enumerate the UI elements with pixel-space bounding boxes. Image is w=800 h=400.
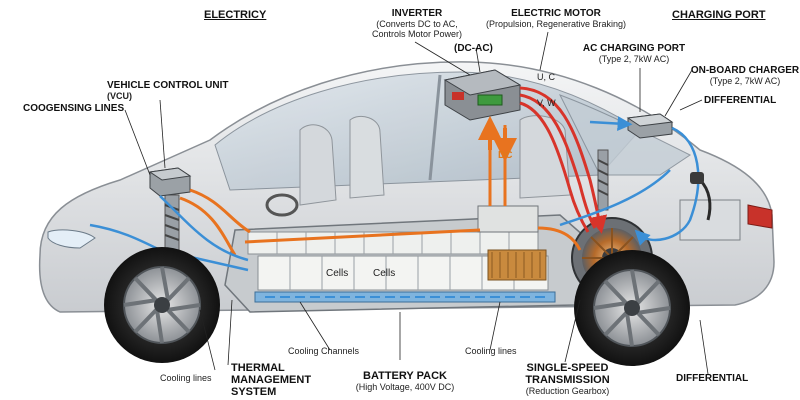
label-dc-ac: (DC-AC): [454, 43, 493, 54]
vcu-module-icon: [148, 167, 192, 197]
front-seat-2: [349, 116, 385, 199]
label-ac-charging-port-sub: (Type 2, 7kW AC): [598, 54, 670, 64]
label-electric-motor-title: ELECTRIC MOTOR: [511, 8, 601, 19]
label-transmission: SINGLE-SPEED TRANSMISSION (Reduction Gea…: [510, 362, 625, 396]
cell-module-copper: [487, 249, 547, 281]
tail-light: [747, 204, 773, 229]
label-inverter-sub2: Controls Motor Power): [371, 29, 463, 39]
leader-lines: [124, 31, 709, 375]
label-ac-charging-port: AC CHARGING PORT (Type 2, 7kW AC): [574, 43, 694, 64]
label-inverter-sub1: (Converts DC to AC,: [376, 19, 458, 29]
label-battery-pack: BATTERY PACK (High Voltage, 400V DC): [340, 370, 470, 392]
charger-module-icon: [626, 113, 674, 139]
label-coogensing-lines: COOGENSING LINES: [23, 103, 125, 114]
label-thermal-management: THERMAL MANAGEMENT SYSTEM: [231, 362, 311, 398]
label-differential-bottom: DIFFERENTIAL: [676, 373, 749, 384]
label-onboard-charger-sub: (Type 2, 7kW AC): [709, 76, 781, 86]
label-differential-top: DIFFERENTIAL: [704, 95, 777, 106]
label-cells-1: Cells: [326, 268, 349, 279]
label-phase-uc: U, C: [537, 72, 555, 82]
label-cooling-lines-left: Cooling lines: [160, 373, 212, 383]
label-onboard-charger-title: ON-BOARD CHARGER: [690, 65, 800, 76]
label-transmission-sub: (Reduction Gearbox): [525, 386, 610, 396]
label-thermal-l1: THERMAL: [231, 362, 285, 374]
window-divider: [428, 74, 442, 181]
label-inverter: INVERTER (Converts DC to AC, Controls Mo…: [342, 8, 492, 39]
label-onboard-charger: ON-BOARD CHARGER (Type 2, 7kW AC): [690, 65, 800, 86]
header-electricity: ELECTRICY: [204, 9, 267, 21]
label-vcu-sub: (VCU): [107, 91, 132, 101]
label-transmission-l1: SINGLE-SPEED: [526, 362, 609, 374]
steering-wheel: [265, 193, 299, 217]
charging-port-socket: [690, 172, 704, 184]
label-cooling-lines-right: Cooling lines: [465, 346, 517, 356]
label-thermal-l2: MANAGEMENT: [231, 374, 312, 386]
label-cells-2: Cells: [373, 268, 396, 279]
label-battery-pack-title: BATTERY PACK: [363, 370, 447, 382]
label-vcu: VEHICLE CONTROL UNIT (VCU): [107, 80, 228, 101]
label-cooling-channels: Cooling Channels: [288, 346, 360, 356]
inverter-module-icon: [443, 69, 522, 121]
label-dc: DC: [498, 150, 513, 161]
rear-wheel-icon: [574, 250, 690, 366]
label-vcu-title: VEHICLE CONTROL UNIT: [107, 80, 229, 91]
label-inverter-title: INVERTER: [391, 8, 443, 19]
label-thermal-l3: SYSTEM: [231, 386, 277, 398]
label-transmission-l2: TRANSMISSION: [525, 374, 610, 386]
headlight: [47, 229, 96, 249]
label-electric-motor: ELECTRIC MOTOR (Propulsion, Regenerative…: [476, 8, 636, 29]
front-wheel-icon: [104, 247, 220, 363]
rear-seat: [519, 115, 571, 199]
header-charging-port: CHARGING PORT: [672, 9, 766, 21]
front-seat: [299, 124, 337, 206]
label-electric-motor-sub: (Propulsion, Regenerative Braking): [485, 19, 627, 29]
hv-junction-box: [477, 205, 539, 233]
label-phase-vw: V, W: [537, 98, 556, 108]
label-battery-pack-sub: (High Voltage, 400V DC): [355, 382, 455, 392]
label-ac-charging-port-title: AC CHARGING PORT: [582, 43, 686, 54]
